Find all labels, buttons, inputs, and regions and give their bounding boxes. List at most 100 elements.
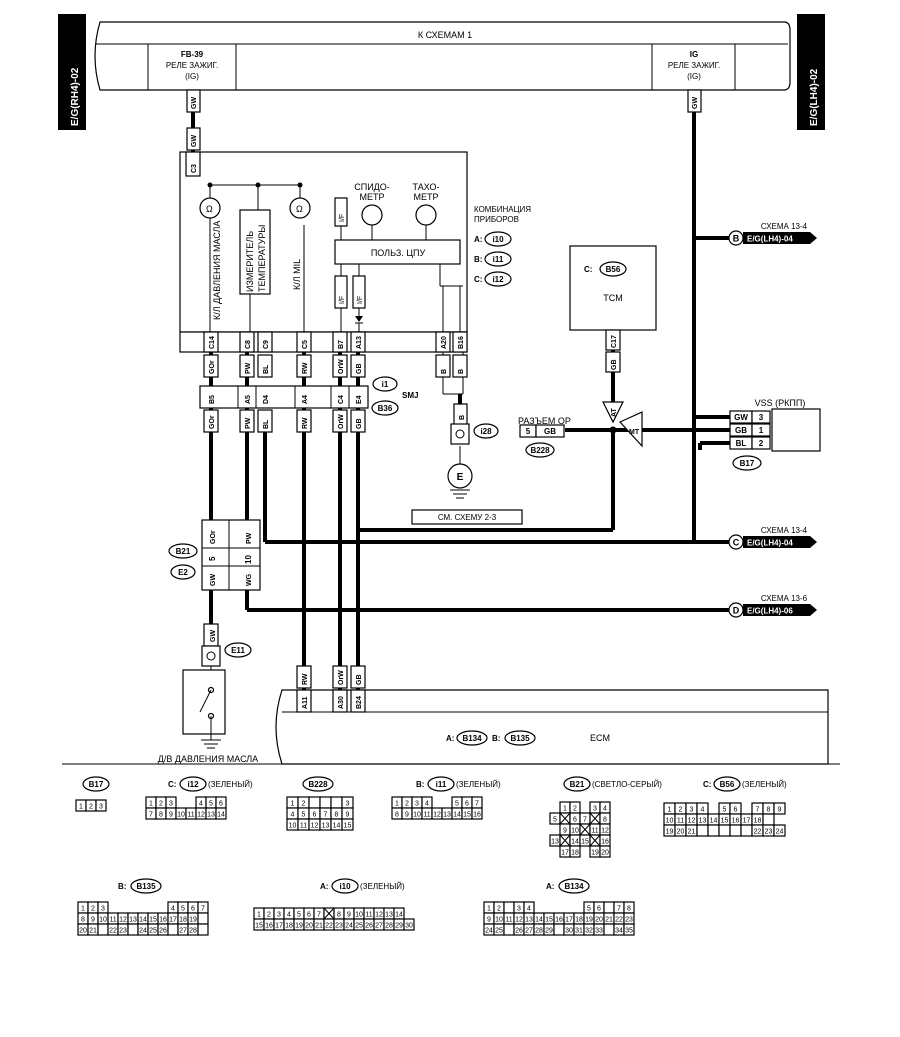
svg-text:7: 7 xyxy=(324,812,328,819)
left-relay-2: РЕЛЕ ЗАЖИГ. xyxy=(166,61,218,70)
b21-conn: B21 xyxy=(176,547,191,556)
svg-text:13: 13 xyxy=(207,812,215,819)
svg-text:12: 12 xyxy=(433,812,441,819)
right-tab: E/G(LH4)-02 xyxy=(797,14,825,130)
svg-text:Ω: Ω xyxy=(296,204,303,214)
svg-text:5: 5 xyxy=(209,801,213,808)
svg-text:13: 13 xyxy=(385,912,393,919)
meter-top-pin: C3 xyxy=(191,164,198,173)
meter-wire-label: GB xyxy=(356,364,363,375)
svg-text:7: 7 xyxy=(756,807,760,814)
svg-text:20: 20 xyxy=(79,928,87,935)
legend-b21-color: (СВЕТЛО-СЕРЫЙ) xyxy=(592,780,662,789)
svg-text:13: 13 xyxy=(322,823,330,830)
svg-text:12: 12 xyxy=(375,912,383,919)
smj-label: SMJ xyxy=(402,391,418,400)
svg-text:6: 6 xyxy=(573,817,577,824)
svg-text:35: 35 xyxy=(625,928,633,935)
meter-pin-c9: C9 xyxy=(263,340,270,349)
meter-conn-a-prefix: A: xyxy=(474,235,482,244)
svg-text:29: 29 xyxy=(395,923,403,930)
svg-text:10: 10 xyxy=(99,917,107,924)
meter-conn-c-prefix: C: xyxy=(474,275,482,284)
gw-label-3: GW xyxy=(692,97,699,109)
svg-text:14: 14 xyxy=(333,823,341,830)
vss-conn: B17 xyxy=(740,459,755,468)
svg-text:2: 2 xyxy=(267,912,271,919)
svg-text:2: 2 xyxy=(302,801,306,808)
svg-text:23: 23 xyxy=(765,829,773,836)
meter-wire-label: RW xyxy=(302,362,309,374)
svg-text:3: 3 xyxy=(690,807,694,814)
smj-wire-label: RW xyxy=(302,417,309,429)
right-relay-3: (IG) xyxy=(687,72,701,81)
svg-text:11: 11 xyxy=(365,912,372,919)
smj-pin-c4: C4 xyxy=(338,395,345,404)
svg-text:2: 2 xyxy=(89,804,93,811)
svg-text:19: 19 xyxy=(189,917,197,924)
smj-pin-d4: D4 xyxy=(263,395,270,404)
legend-i12-prefix: C: xyxy=(168,780,176,789)
meter-wire-label: BL xyxy=(263,364,270,374)
vss-pin-3: 3 xyxy=(759,413,764,422)
svg-text:34: 34 xyxy=(615,928,623,935)
left-tab: E/G(RH4)-02 xyxy=(58,14,86,130)
svg-text:16: 16 xyxy=(265,923,273,930)
ref-letter: C xyxy=(733,538,740,548)
tcm-wire: GB xyxy=(611,360,618,371)
svg-text:10: 10 xyxy=(177,812,185,819)
ground-symbol: E xyxy=(457,472,464,483)
ecm-wire-label: GB xyxy=(356,675,363,686)
svg-text:10: 10 xyxy=(289,823,297,830)
op-label: РАЗЪЕМ ОР xyxy=(518,416,571,426)
op-conn: B228 xyxy=(530,446,550,455)
ecm-pin-a11: A11 xyxy=(302,696,309,709)
svg-text:26: 26 xyxy=(515,928,523,935)
svg-text:24: 24 xyxy=(485,928,493,935)
b21-bot-1: GW xyxy=(210,574,217,586)
svg-text:3: 3 xyxy=(277,912,281,919)
legend-i12-color: (ЗЕЛЕНЫЙ) xyxy=(208,780,253,789)
svg-text:18: 18 xyxy=(571,850,579,857)
svg-text:7: 7 xyxy=(149,812,153,819)
svg-text:1: 1 xyxy=(149,801,153,808)
b21-bot-2: WG xyxy=(246,573,253,586)
svg-text:15: 15 xyxy=(149,917,157,924)
if-label-1: I/F xyxy=(339,214,346,222)
vss-wire-gw: GW xyxy=(734,413,748,422)
left-relay-3: (IG) xyxy=(185,72,199,81)
meter-pin-b16: B16 xyxy=(458,336,465,349)
svg-text:11: 11 xyxy=(187,812,194,819)
svg-text:14: 14 xyxy=(571,839,579,846)
svg-text:18: 18 xyxy=(179,917,187,924)
b21-pin-2: 10 xyxy=(244,555,253,564)
tacho-2: МЕТР xyxy=(413,192,438,202)
e2-conn: E2 xyxy=(178,568,188,577)
svg-text:28: 28 xyxy=(385,923,393,930)
svg-text:14: 14 xyxy=(453,812,461,819)
bus-label: К СХЕМАМ 1 xyxy=(418,30,472,40)
op-wire: GB xyxy=(544,427,556,436)
svg-text:16: 16 xyxy=(601,839,609,846)
ref-letter: B xyxy=(733,234,740,244)
tacho-icon xyxy=(415,204,437,226)
svg-text:27: 27 xyxy=(525,928,533,935)
svg-text:13: 13 xyxy=(525,917,533,924)
legend: B17 C: i12 (ЗЕЛЕНЫЙ) B228 B: i11 (ЗЕЛЕНЫ… xyxy=(75,776,787,936)
svg-text:4: 4 xyxy=(527,906,531,913)
legend-b17: B17 xyxy=(89,780,104,789)
svg-text:9: 9 xyxy=(346,812,350,819)
svg-text:15: 15 xyxy=(721,818,729,825)
speedo-icon xyxy=(361,204,383,226)
oil-pressure-switch: GW E11 Д/В ДАВЛЕНИЯ МАСЛА xyxy=(158,623,258,764)
smj-pin-a5: A5 xyxy=(245,395,252,404)
meter-wire-label: B xyxy=(441,369,448,374)
meter-wire-label: B xyxy=(458,369,465,374)
svg-text:6: 6 xyxy=(313,812,317,819)
svg-text:10: 10 xyxy=(571,828,579,835)
svg-text:20: 20 xyxy=(601,850,609,857)
svg-text:26: 26 xyxy=(159,928,167,935)
svg-text:24: 24 xyxy=(776,829,784,836)
svg-text:5: 5 xyxy=(553,817,557,824)
